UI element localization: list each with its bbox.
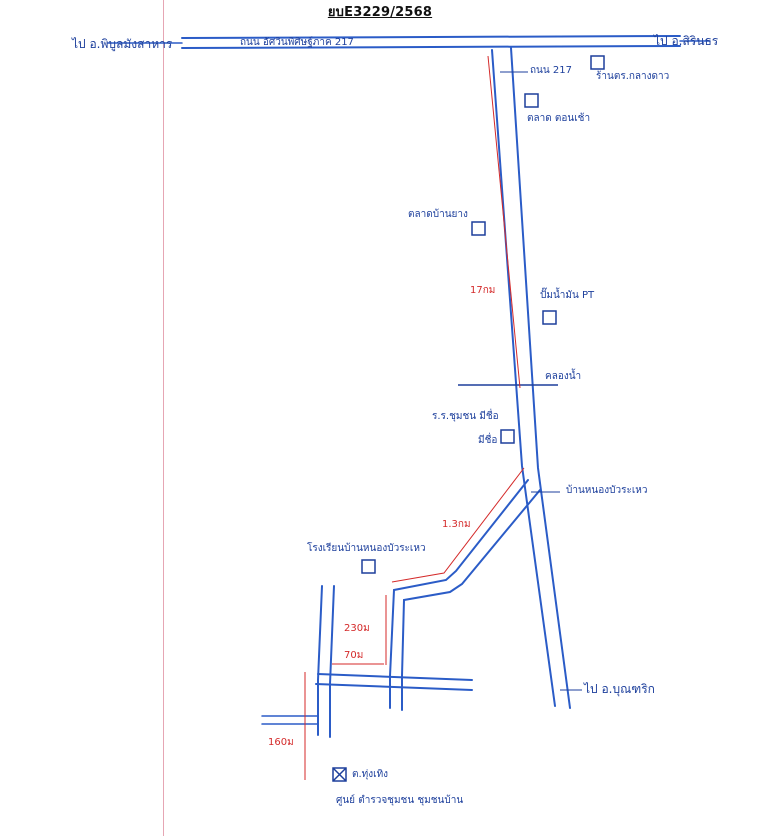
site-spur bbox=[261, 715, 319, 725]
distance-230m: 230ม bbox=[344, 623, 370, 634]
cross-street bbox=[315, 673, 473, 691]
label-shop-top: ร้านตร.กลางดาว bbox=[596, 71, 670, 82]
margin-line bbox=[163, 0, 164, 836]
dim-1-3km bbox=[391, 467, 525, 583]
label-site: ต.ทุ่งเทิง bbox=[352, 769, 389, 780]
landmark-square-icon bbox=[524, 93, 539, 108]
vertical-road bbox=[491, 47, 571, 709]
main-road bbox=[181, 35, 681, 49]
dim-17km bbox=[487, 55, 521, 389]
page-title: ยบE3229/2568 bbox=[327, 5, 433, 20]
landmark-square-icon bbox=[500, 429, 515, 444]
distance-70m: 70ม bbox=[344, 650, 364, 661]
landmark-square-icon bbox=[590, 55, 605, 70]
left-street bbox=[317, 585, 335, 738]
label-to-buntharik: ไป อ.บุณฑริก bbox=[584, 682, 655, 696]
label-gas-station: ปั๊มน้ำมัน PT bbox=[540, 290, 595, 301]
label-shop-second: ตลาด ตอนเช้า bbox=[527, 113, 591, 124]
label-school: ร.ร.ชุมชน มีชื่อ bbox=[432, 411, 499, 422]
label-to-pibun: ไป อ.พิบูลมังสาหาร bbox=[72, 37, 173, 51]
label-main-road: ถนน อัศวินพิศิษฐ์ภาค 217 bbox=[240, 37, 354, 48]
label-canal: คลองน้ำ bbox=[545, 371, 582, 382]
site-crossed-square-icon bbox=[332, 767, 347, 782]
landmark-square-icon bbox=[361, 559, 376, 574]
label-school-2: มีชื่อ bbox=[478, 435, 498, 446]
label-road-217: ถนน 217 bbox=[530, 65, 572, 76]
landmark-square-icon bbox=[471, 221, 486, 236]
label-to-sirindhorn: ไป อ.สิรินธร bbox=[654, 34, 719, 48]
distance-17km: 17กม bbox=[470, 285, 496, 296]
distance-1-3km: 1.3กม bbox=[442, 519, 471, 530]
label-market: ตลาดบ้านยาง bbox=[408, 209, 468, 220]
landmark-square-icon bbox=[542, 310, 557, 325]
label-health-center: โรงเรียนบ้านหนองบัวระเหว bbox=[307, 543, 426, 554]
branch-road bbox=[389, 479, 541, 711]
distance-160m: 160ม bbox=[268, 737, 294, 748]
label-village-junction: บ้านหนองบัวระเหว bbox=[566, 485, 648, 496]
label-site-2: ศูนย์ ตำรวจชุมชน ชุมชนบ้าน bbox=[336, 795, 464, 806]
